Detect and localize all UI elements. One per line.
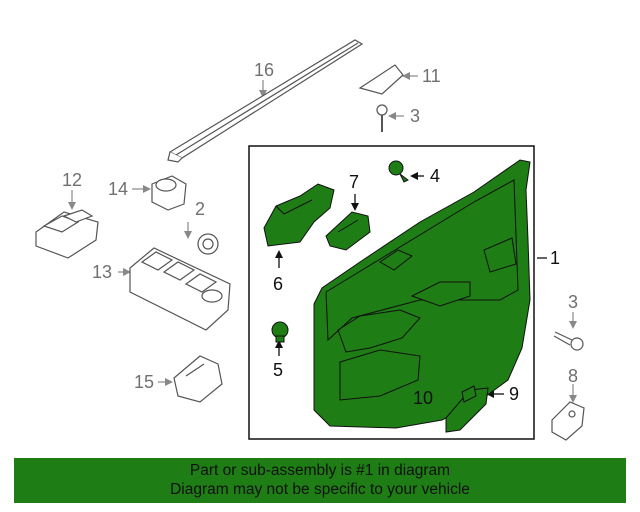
callout-12: 12: [62, 170, 82, 190]
callout-10: 10: [413, 388, 433, 408]
disclaimer-banner: Part or sub-assembly is #1 in diagram Di…: [14, 458, 626, 503]
callout-13: 13: [92, 262, 112, 282]
callout-14: 14: [108, 179, 128, 199]
callout-5: 5: [273, 360, 283, 380]
callout-3: 3: [410, 106, 420, 126]
screw-part: [553, 331, 584, 351]
banner-line-disclaimer: Diagram may not be specific to your vehi…: [170, 481, 470, 498]
inner-handle-part: [325, 211, 371, 251]
mirror-cover-part: [358, 64, 404, 95]
master-switch-part: [129, 247, 231, 331]
callout-6: 6: [273, 274, 283, 294]
callout-3: 3: [568, 292, 578, 312]
callout-9: 9: [509, 384, 519, 404]
clip-part: [388, 160, 409, 183]
callout-11: 11: [422, 66, 441, 86]
callout-4: 4: [430, 166, 440, 186]
switch-bezel-part: [445, 385, 489, 433]
door-trim-panel-part: [313, 159, 531, 429]
bracket-part: [551, 401, 585, 441]
banner-line-part-number: Part or sub-assembly is #1 in diagram: [189, 462, 451, 479]
belt-moulding-part: [167, 39, 364, 163]
parts-diagram: 1 2 3 3 4 5 6 7 8 9 10 11 12 13 14 15 16: [35, 39, 585, 441]
callout-2: 2: [195, 199, 205, 219]
callout-1: 1: [550, 248, 560, 268]
module-part: [173, 355, 223, 403]
callout-8: 8: [568, 366, 578, 386]
armrest-part: [263, 183, 335, 247]
callout-15: 15: [134, 372, 154, 392]
small-switch-part: [151, 175, 187, 211]
grommet-part: [197, 233, 219, 255]
window-switch-part: [35, 209, 99, 259]
clip-part: [271, 321, 289, 343]
screw-part: [376, 104, 388, 132]
callout-16: 16: [254, 60, 274, 80]
callout-7: 7: [349, 172, 359, 192]
part-1-frame: [248, 145, 535, 440]
